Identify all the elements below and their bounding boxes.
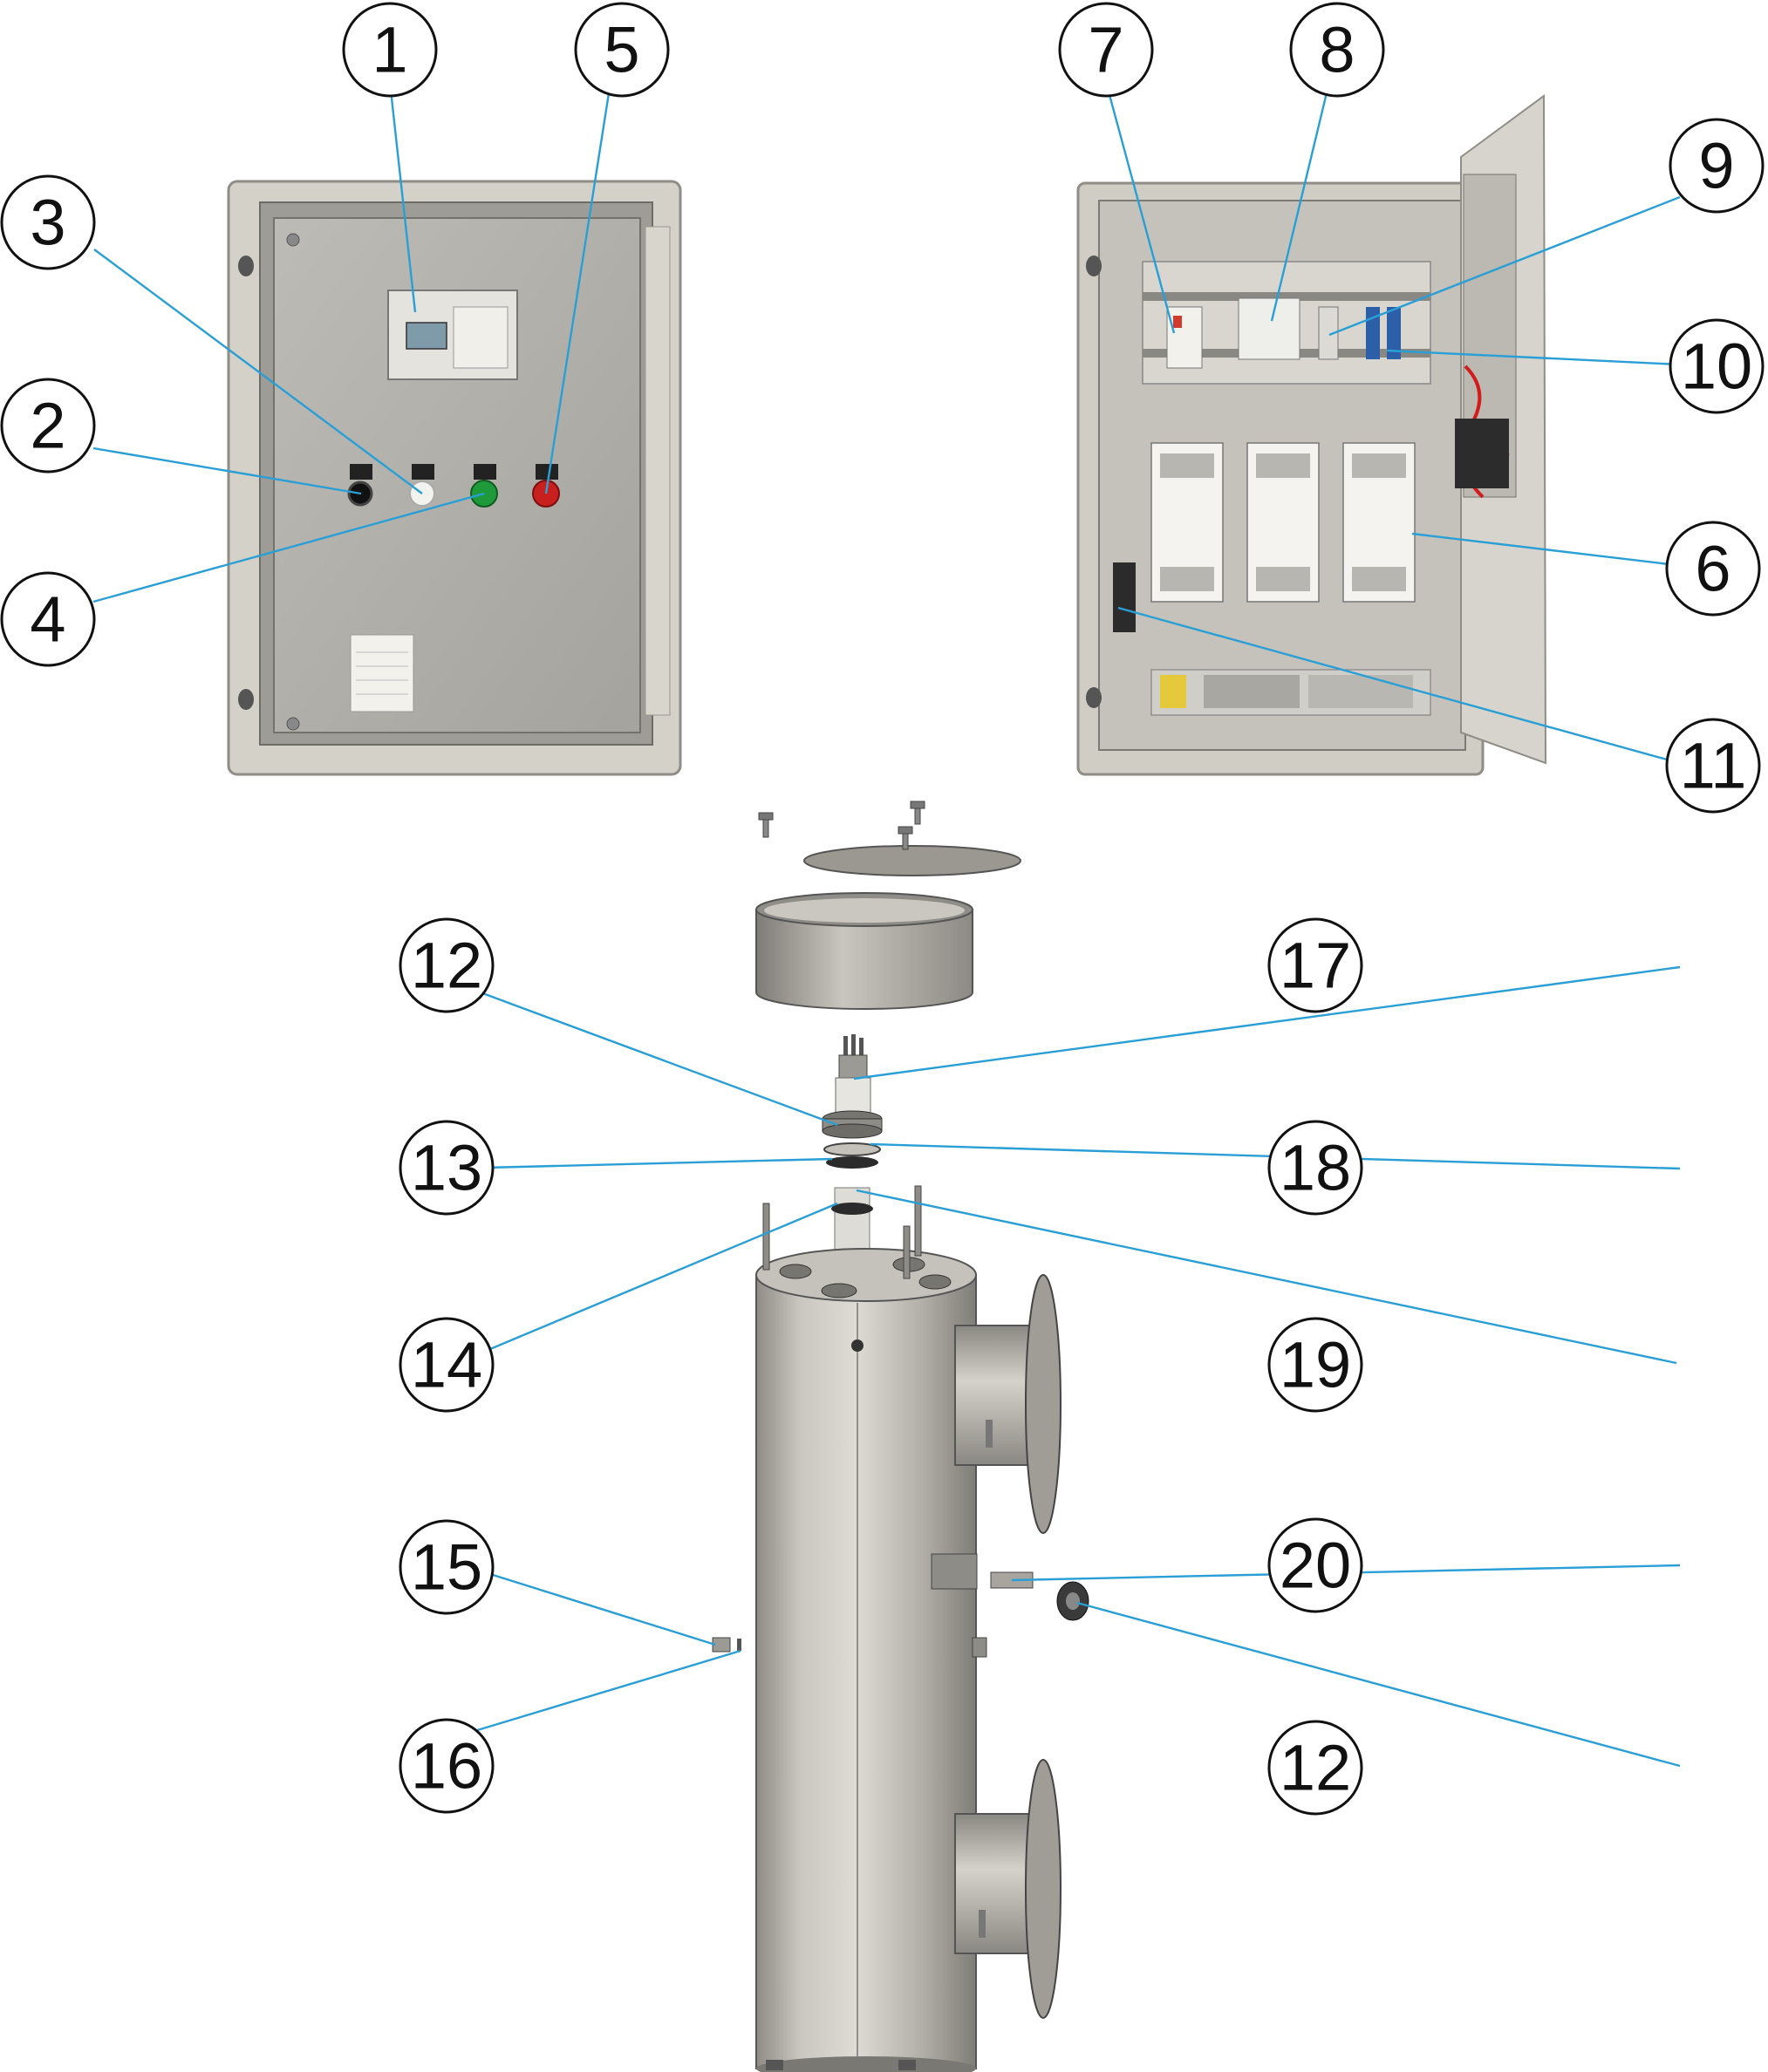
leader-6 [1411,532,1677,567]
din-rail-components-top [1166,297,1401,369]
leader-14 [479,1202,838,1355]
callout-9: 9 [1669,118,1765,214]
leader-16 [474,1649,741,1733]
uv-lamp-parts [822,1034,883,1276]
leader-5 [544,81,612,494]
callout-10: 10 [1669,318,1765,414]
leader-8 [1270,81,1331,322]
callout-13-label: 13 [411,1132,482,1204]
callout-8-label: 8 [1319,14,1355,86]
callout-14: 14 [399,1317,495,1413]
callout-9-label: 9 [1698,130,1734,202]
callout-10-label: 10 [1681,331,1752,403]
control-buttons [347,464,560,508]
leader-17 [853,965,1681,1080]
callout-6: 6 [1665,521,1761,617]
callout-8: 8 [1289,2,1385,98]
callout-13: 13 [399,1120,495,1216]
leader-12a [477,990,838,1127]
callout-16-label: 16 [411,1730,482,1803]
power-supply-units [1150,442,1416,603]
top-cover-plate [758,801,1021,876]
callout-7: 7 [1058,2,1154,98]
callout-11: 11 [1665,718,1761,814]
callout-5: 5 [574,2,670,98]
callout-12-top: 12 [399,917,495,1013]
inlet-flange-bottom [954,1759,1061,2019]
callout-20: 20 [1267,1517,1363,1613]
callout-1-label: 1 [372,14,407,86]
callout-11-label: 11 [1680,730,1747,802]
callout-18: 18 [1267,1120,1363,1216]
leader-10 [1386,349,1681,366]
callout-2-label: 2 [30,390,65,462]
leader-3 [93,249,423,494]
callout-2: 2 [0,378,96,474]
callout-6-label: 6 [1695,533,1730,605]
leader-2 [92,446,362,495]
leader-11 [1117,606,1677,764]
uv-reactor-assembly [712,801,1089,2072]
callout-3: 3 [0,174,96,270]
callout-17-label: 17 [1280,930,1351,1002]
callout-15: 15 [399,1519,495,1615]
leader-9 [1328,195,1681,337]
callout-14-label: 14 [411,1329,482,1401]
outlet-flange-top [954,1274,1061,1534]
callout-5-label: 5 [604,14,639,86]
leader-1 [388,81,417,313]
control-cabinet-open [1076,94,1547,776]
reactor-body [755,1185,977,2072]
leader-12b [1076,1601,1681,1768]
callout-15-label: 15 [411,1531,482,1604]
callout-1: 1 [342,2,438,98]
callout-12b-label: 12 [1280,1732,1351,1804]
leader-4 [92,492,485,603]
callout-12a-label: 12 [411,930,482,1002]
leader-13 [485,1157,833,1169]
cover-ring [755,892,973,1010]
callout-3-label: 3 [30,187,65,259]
callout-20-label: 20 [1280,1530,1351,1602]
callout-19: 19 [1267,1317,1363,1413]
callouts: 1 2 3 4 5 6 7 8 [0,2,1765,1816]
callout-17: 17 [1267,917,1363,1013]
leader-15 [475,1568,716,1646]
callout-19-label: 19 [1280,1329,1351,1401]
callout-12-bottom: 12 [1267,1720,1363,1816]
leader-19 [856,1189,1677,1365]
sensor-port-parts [931,1553,1089,1658]
callout-4-label: 4 [30,583,65,656]
callout-4: 4 [0,571,96,667]
callout-18-label: 18 [1280,1132,1351,1204]
leader-7 [1104,81,1176,334]
callout-16: 16 [399,1718,495,1814]
drain-plug-parts [712,1637,741,1653]
callout-7-label: 7 [1088,14,1123,86]
control-cabinet-front [227,180,682,776]
terminal-block-row [1150,669,1431,716]
